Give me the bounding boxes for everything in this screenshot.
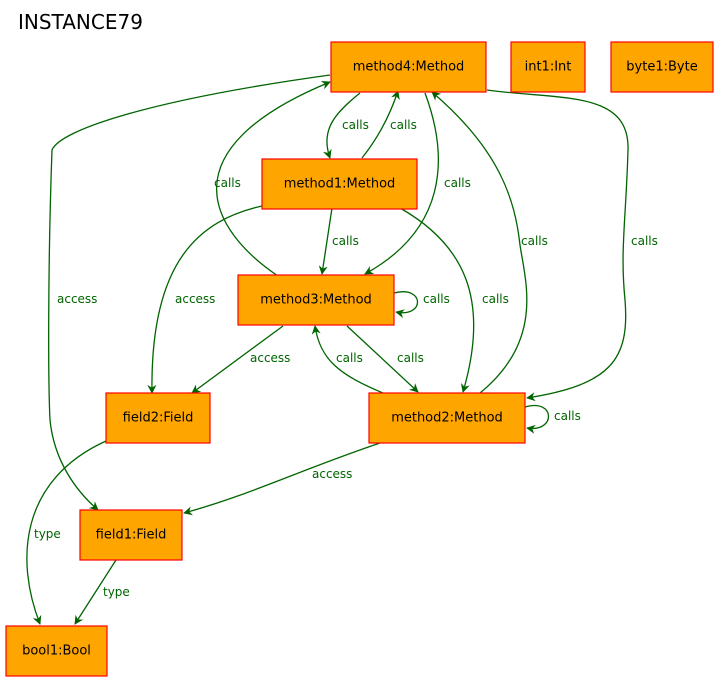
edge-method4-to-field1	[48, 74, 331, 511]
edge-method4-to-method1	[323, 92, 361, 159]
edge-label: calls	[390, 118, 417, 132]
edge-label: calls	[332, 234, 359, 248]
edge-label: calls	[631, 234, 658, 248]
node-method1[interactable]: method1:Method	[261, 158, 418, 210]
edge-field1-to-bool1	[74, 559, 117, 625]
node-label: field2:Field	[123, 411, 194, 426]
node-label: field1:Field	[96, 528, 167, 543]
edge-method1-to-method4	[361, 90, 400, 159]
edge-method3-to-method4	[216, 80, 331, 277]
node-label: int1:Int	[525, 60, 572, 75]
edge-label: calls	[444, 176, 471, 190]
edge-label: calls	[521, 234, 548, 248]
node-method2[interactable]: method2:Method	[368, 392, 526, 444]
edge-method2-to-field1	[183, 442, 381, 516]
node-label: byte1:Byte	[626, 60, 697, 75]
edge-label: calls	[397, 351, 424, 365]
edge-label: calls	[342, 118, 369, 132]
edge-label: access	[250, 351, 290, 365]
edge-method3-to-method2	[346, 325, 419, 393]
edge-method1-to-field2	[147, 205, 263, 394]
diagram-title: INSTANCE79	[18, 10, 143, 34]
node-field2[interactable]: field2:Field	[105, 392, 211, 444]
edge-label: calls	[336, 351, 363, 365]
edge-method1-to-method3	[318, 207, 333, 275]
nodes: method4:Method int1:Int byte1:Byte metho…	[5, 41, 714, 677]
edge-method2-to-method3	[311, 325, 384, 394]
node-int1[interactable]: int1:Int	[510, 41, 586, 93]
edge-method3-to-field2	[191, 325, 284, 394]
edge-method3-to-method3	[393, 291, 419, 319]
node-bool1[interactable]: bool1:Bool	[5, 625, 108, 677]
node-field1[interactable]: field1:Field	[79, 509, 183, 561]
edge-method4-to-method3	[364, 92, 439, 275]
edges: calls calls calls calls calls calls acce…	[26, 74, 658, 625]
node-method3[interactable]: method3:Method	[237, 274, 395, 326]
edge-method1-to-method2	[399, 207, 475, 393]
edge-label: access	[312, 467, 352, 481]
node-label: method1:Method	[284, 177, 396, 192]
node-method4[interactable]: method4:Method	[330, 41, 487, 93]
edge-label: access	[57, 292, 97, 306]
edge-label: calls	[214, 176, 241, 190]
edge-label: calls	[554, 409, 581, 423]
node-label: method3:Method	[260, 293, 372, 308]
edge-method2-to-method2	[524, 404, 550, 434]
node-byte1[interactable]: byte1:Byte	[610, 41, 714, 93]
edge-method2-to-method4	[431, 91, 528, 394]
edge-label: calls	[423, 292, 450, 306]
edge-method4-to-method2	[486, 89, 629, 402]
edge-label: calls	[482, 292, 509, 306]
edge-label: access	[175, 292, 215, 306]
edge-label: type	[34, 527, 61, 541]
edge-field2-to-bool1	[26, 440, 107, 625]
edge-label: type	[103, 585, 130, 599]
node-label: bool1:Bool	[22, 644, 91, 659]
node-label: method2:Method	[391, 411, 503, 426]
node-label: method4:Method	[353, 60, 465, 75]
